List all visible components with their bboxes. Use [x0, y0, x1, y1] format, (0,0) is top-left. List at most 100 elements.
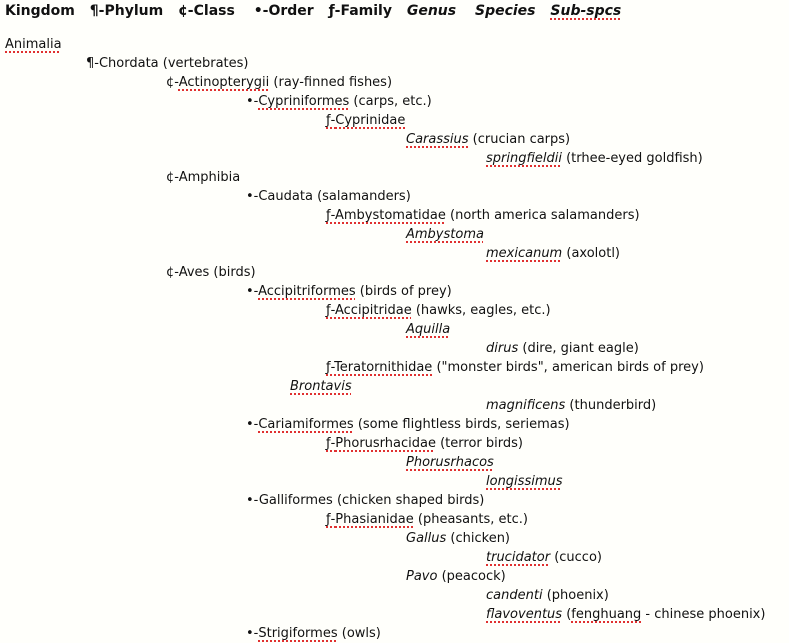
rank-marker: •- [246, 189, 259, 204]
legend-family: ƒ-Family [328, 3, 392, 19]
taxon-note: (chicken shaped birds) [332, 493, 485, 508]
legend-class: ¢-Class [178, 3, 235, 19]
taxon-line[interactable]: •-Caudata (salamanders) [246, 187, 411, 206]
taxon-line[interactable]: ƒ-Teratornithidae ("monster birds", amer… [326, 358, 704, 377]
taxon-name: Aves [178, 265, 210, 280]
legend-genus: Genus [406, 3, 457, 19]
taxon-name: longissimus [486, 474, 563, 489]
taxon-name: Amphibia [178, 170, 241, 185]
taxon-name: Pavo [406, 569, 438, 584]
legend-subspecies: Sub-spcs [550, 3, 622, 19]
taxon-name: Gallus [406, 531, 447, 546]
taxon-name: Ambystoma [406, 227, 484, 242]
taxon-line[interactable]: mexicanum (axolotl) [486, 244, 620, 263]
taxon-name: magnificens [486, 398, 566, 413]
rank-legend-header: Kingdom ¶-Phylum ¢-Class •-Order ƒ-Famil… [5, 3, 631, 19]
taxon-line[interactable]: Animalia [5, 35, 62, 54]
taxon-note: (birds of prey) [355, 284, 452, 299]
taxon-note: (axolotl) [562, 246, 620, 261]
rank-marker: ¢- [166, 170, 179, 185]
taxon-line[interactable]: ¢-Amphibia [166, 168, 240, 187]
rank-marker: ƒ- [326, 512, 336, 527]
taxon-line[interactable]: ƒ-Phasianidae (pheasants, etc.) [326, 510, 528, 529]
taxon-line[interactable]: Gallus (chicken) [406, 529, 510, 548]
taxon-note: (pheasants, etc.) [413, 512, 528, 527]
rank-marker: ¢- [166, 265, 179, 280]
taxon-line[interactable]: flavoventus (fenghuang - chinese phoenix… [486, 605, 765, 624]
taxon-line[interactable]: •-Galliformes (chicken shaped birds) [246, 491, 484, 510]
taxon-name: Actinopterygii [178, 75, 270, 90]
rank-marker: •- [246, 94, 259, 109]
rank-marker: ƒ- [326, 303, 335, 318]
taxon-line[interactable]: ƒ-Ambystomatidae (north america salamand… [326, 206, 640, 225]
rank-marker: ƒ- [326, 360, 335, 375]
taxon-line[interactable]: Pavo (peacock) [406, 567, 506, 586]
taxon-name: Phorusrhacos [406, 455, 494, 470]
taxon-line[interactable]: trucidator (cucco) [486, 548, 602, 567]
taxon-note: (phoenix) [542, 588, 609, 603]
taxon-note: (cucco) [550, 550, 602, 565]
taxon-line[interactable]: ƒ-Accipitridae (hawks, eagles, etc.) [326, 301, 551, 320]
taxon-name: Galliformes [258, 493, 333, 508]
taxon-name: dirus [486, 341, 519, 356]
taxon-name: trucidator [486, 550, 551, 565]
taxon-name: Phasianidae [335, 512, 414, 527]
taxon-line[interactable]: ¶-Chordata (vertebrates) [86, 54, 248, 73]
taxon-note: (peacock) [437, 569, 506, 584]
taxon-name: springfieldii [486, 151, 562, 166]
legend-phylum: ¶-Phylum [89, 3, 164, 19]
rank-marker: •- [246, 626, 259, 641]
taxon-line[interactable]: •-Cypriniformes (carps, etc.) [246, 92, 432, 111]
legend-order: •-Order [253, 3, 314, 19]
taxon-note: (dire, giant eagle) [518, 341, 639, 356]
taxon-name: Caudata [258, 189, 313, 204]
taxon-line[interactable]: Aquilla [406, 320, 450, 339]
taxon-line[interactable]: candenti (phoenix) [486, 586, 609, 605]
taxon-line[interactable]: Phorusrhacos [406, 453, 494, 472]
taxon-line[interactable]: longissimus [486, 472, 563, 491]
taxon-note: (terror birds) [435, 436, 523, 451]
taxon-note: (north america salamanders) [445, 208, 640, 223]
taxon-note: (birds) [209, 265, 256, 280]
taxon-line[interactable]: •-Strigiformes (owls) [246, 624, 381, 643]
rank-marker: ¢- [166, 75, 179, 90]
taxon-line[interactable]: Carassius (crucian carps) [406, 130, 570, 149]
taxon-note: (carps, etc.) [349, 94, 432, 109]
taxon-name: Cyprinidae [335, 113, 406, 128]
taxon-name: Brontavis [290, 379, 352, 394]
legend-species: Species [474, 3, 536, 19]
taxon-note: (some flightless birds, seriemas) [353, 417, 570, 432]
taxon-line[interactable]: ƒ-Cyprinidae [326, 111, 405, 130]
taxon-line[interactable]: ¢-Actinopterygii (ray-finned fishes) [166, 73, 392, 92]
taxon-line[interactable]: ƒ-Phorusrhacidae (terror birds) [326, 434, 523, 453]
taxon-name: Chordata [98, 56, 159, 71]
taxon-line[interactable]: magnificens (thunderbird) [486, 396, 656, 415]
taxon-note: ("monster birds", american birds of prey… [432, 360, 704, 375]
taxon-line[interactable]: ¢-Aves (birds) [166, 263, 256, 282]
taxon-name: Cypriniformes [258, 94, 350, 109]
taxon-line[interactable]: Brontavis [290, 377, 352, 396]
taxon-note: (crucian carps) [468, 132, 571, 147]
taxon-note: (trhee-eyed goldfish) [561, 151, 703, 166]
taxon-name: Ambystomatidae [334, 208, 446, 223]
taxon-name: Carassius [406, 132, 469, 147]
taxon-name: Strigiformes [258, 626, 338, 641]
rank-marker: ƒ- [326, 113, 336, 128]
taxon-line[interactable]: springfieldii (trhee-eyed goldfish) [486, 149, 703, 168]
rank-marker: ¶- [86, 56, 99, 71]
taxon-note: (salamanders) [312, 189, 411, 204]
taxon-line[interactable]: •-Cariamiformes (some flightless birds, … [246, 415, 570, 434]
taxon-line[interactable]: dirus (dire, giant eagle) [486, 339, 639, 358]
taxon-name: Animalia [5, 37, 62, 52]
taxon-line[interactable]: Ambystoma [406, 225, 484, 244]
rank-marker: •- [246, 493, 259, 508]
taxon-note: (hawks, eagles, etc.) [411, 303, 551, 318]
taxon-line[interactable]: •-Accipitriformes (birds of prey) [246, 282, 452, 301]
taxon-name: Phorusrhacidae [335, 436, 436, 451]
taxon-name: Cariamiformes [258, 417, 354, 432]
taxon-name: flavoventus [486, 607, 563, 622]
taxon-note: (fenghuang - chinese phoenix) [562, 607, 766, 622]
rank-marker: •- [246, 417, 259, 432]
taxon-name: candenti [486, 588, 543, 603]
taxon-note: (vertebrates) [158, 56, 249, 71]
